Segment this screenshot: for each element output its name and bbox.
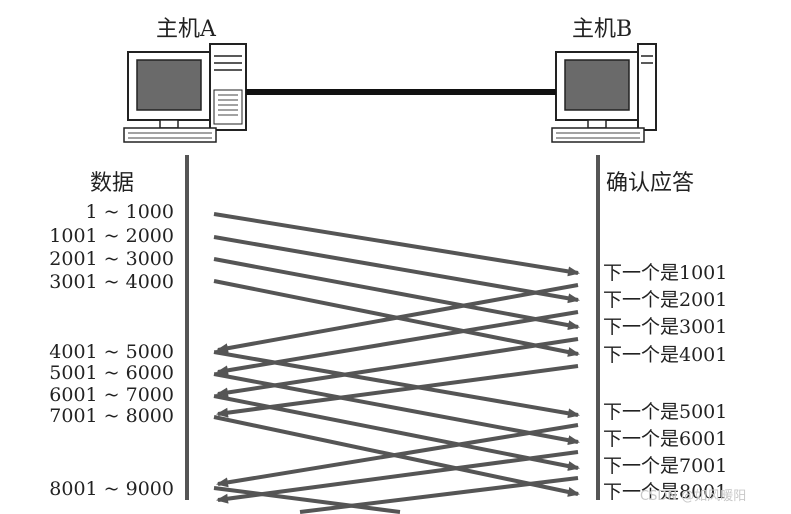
ack-label: 下一个是1001: [603, 262, 727, 284]
segment-label: 3001 ~ 4000: [49, 271, 174, 293]
segment-label: 6001 ~ 7000: [49, 384, 174, 406]
segment-label: 1001 ~ 2000: [49, 225, 174, 247]
ack-arrow: [216, 283, 579, 354]
data-arrow: [213, 235, 580, 304]
data-arrow: [213, 486, 401, 514]
host-b-label: 主机B: [572, 17, 632, 42]
segment-label: 1 ~ 1000: [86, 201, 174, 223]
ack-label: 下一个是4001: [603, 344, 727, 366]
segment-label: 2001 ~ 3000: [49, 248, 174, 270]
segment-label: 4001 ~ 5000: [49, 341, 174, 363]
segment-label: 5001 ~ 6000: [49, 362, 174, 384]
ack-arrow: [216, 423, 579, 488]
data-arrow: [213, 372, 580, 446]
ack-label: 下一个是3001: [603, 316, 727, 338]
data-arrow: [213, 212, 580, 277]
host-b-computer-icon: [551, 43, 657, 143]
ack-column-title: 确认应答: [606, 171, 694, 196]
host-a-label: 主机A: [156, 17, 217, 42]
ack-arrow: [216, 364, 579, 418]
ack-label: 下一个是8001: [603, 481, 727, 503]
host-a-computer-icon: [123, 43, 247, 143]
watermark: CSDN @如风暖阳: [640, 488, 746, 504]
ack-arrow: [216, 450, 579, 504]
data-column-title: 数据: [90, 171, 134, 196]
segment-label: 8001 ~ 9000: [49, 478, 174, 500]
data-arrow: [213, 257, 580, 331]
segment-label: 7001 ~ 8000: [49, 405, 174, 427]
ack-label: 下一个是7001: [603, 455, 727, 477]
data-arrow: [213, 350, 580, 419]
ack-label: 下一个是2001: [603, 289, 727, 311]
data-arrow: [213, 394, 580, 471]
ack-label: 下一个是6001: [603, 428, 727, 450]
ack-label: 下一个是5001: [603, 401, 727, 423]
